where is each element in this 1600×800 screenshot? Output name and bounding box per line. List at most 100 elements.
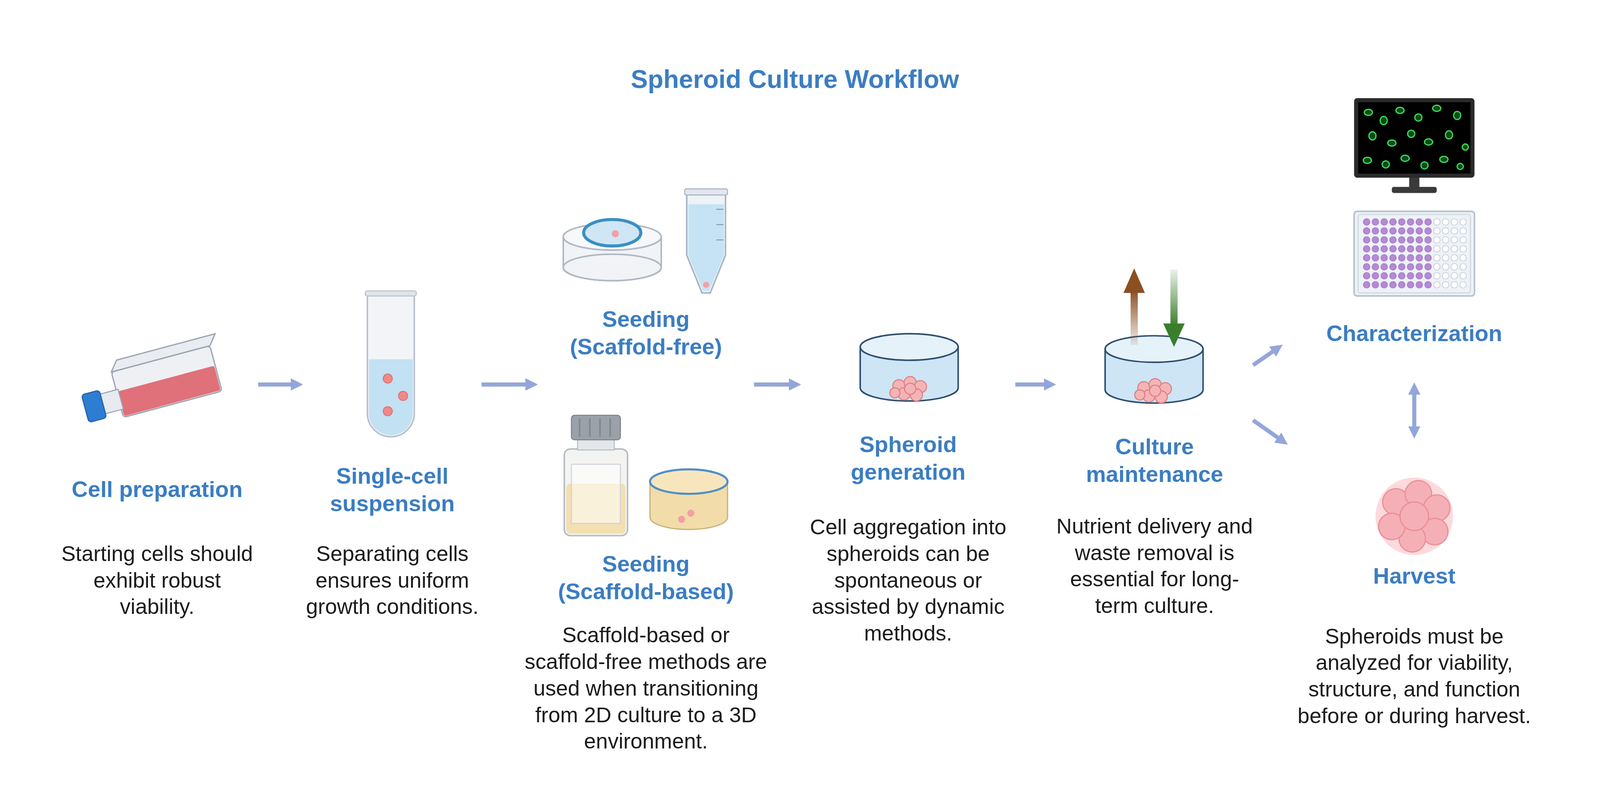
cell bbox=[1400, 502, 1429, 531]
cell bbox=[398, 391, 408, 401]
cell bbox=[1368, 132, 1376, 140]
flow-arrow bbox=[754, 382, 798, 387]
cell bbox=[1363, 157, 1372, 164]
monitor-base bbox=[1392, 187, 1437, 194]
spheroid-halo bbox=[1375, 477, 1453, 556]
test-tube bbox=[365, 291, 417, 437]
monitor-frame bbox=[1354, 98, 1475, 178]
flask-cap bbox=[81, 390, 107, 423]
imaging-monitor bbox=[1354, 98, 1475, 194]
flow-arrow bbox=[754, 382, 798, 387]
conical-tube bbox=[684, 188, 728, 293]
cell bbox=[687, 509, 695, 517]
plate-body bbox=[1354, 211, 1475, 297]
cell bbox=[1414, 113, 1422, 121]
cell bbox=[1407, 130, 1415, 138]
nutrient-delivery-arrow bbox=[1163, 269, 1185, 348]
step-description: Cell aggregation into spheroids can be s… bbox=[800, 514, 1016, 648]
tube-rim bbox=[365, 291, 417, 296]
step-heading: Culture maintenance bbox=[1057, 433, 1252, 489]
workflow-step: HarvestSpheroids must be analyzed for vi… bbox=[1287, 438, 1541, 740]
arrow-head bbox=[1123, 268, 1145, 293]
diagram-title: Spheroid Culture Workflow bbox=[488, 63, 1102, 96]
step-description: Separating cells ensures uniform growth … bbox=[303, 540, 482, 621]
well-plate bbox=[1354, 211, 1475, 297]
cell bbox=[1400, 155, 1409, 162]
cell bbox=[1396, 107, 1404, 114]
fluorescent-cells bbox=[1363, 105, 1468, 170]
step-description: Starting cells should exhibit robust via… bbox=[56, 540, 259, 621]
flow-arrow bbox=[258, 382, 300, 387]
scaffold-dish bbox=[650, 469, 728, 530]
cell bbox=[383, 374, 393, 384]
flask-medium bbox=[117, 365, 221, 417]
flow-arrow bbox=[1412, 386, 1417, 436]
droplet bbox=[583, 219, 641, 247]
cell bbox=[1387, 140, 1396, 147]
flow-arrow bbox=[1015, 382, 1053, 387]
hanging-drop-dish bbox=[563, 219, 661, 281]
harvested-spheroid bbox=[1375, 477, 1453, 556]
cell bbox=[1457, 163, 1464, 170]
spheroid-dish bbox=[860, 333, 958, 402]
step-description: Spheroids must be analyzed for viability… bbox=[1289, 623, 1540, 730]
connector-group bbox=[258, 347, 1415, 444]
cell bbox=[1440, 156, 1448, 163]
workflow-step: Seeding (Scaffold-based)Scaffold-based o… bbox=[537, 384, 755, 760]
step-description: Nutrient delivery and waste removal is e… bbox=[1052, 513, 1257, 620]
cell bbox=[1453, 111, 1461, 120]
bottle-label bbox=[571, 464, 621, 524]
cap-rib bbox=[599, 418, 601, 437]
graduation bbox=[716, 239, 724, 241]
step-heading: Spheroid generation bbox=[811, 431, 1005, 487]
step-heading: Characterization bbox=[1282, 320, 1546, 348]
tube-rim bbox=[684, 188, 728, 196]
cell bbox=[1364, 109, 1373, 116]
step-heading: Single-cell suspension bbox=[310, 462, 474, 518]
cell bbox=[1420, 161, 1428, 169]
cell bbox=[703, 281, 710, 288]
graduation bbox=[716, 208, 724, 210]
arrow-head bbox=[1163, 323, 1185, 348]
cell bbox=[1445, 130, 1453, 139]
tube-body bbox=[686, 194, 726, 294]
cap-rib bbox=[578, 418, 580, 437]
flow-arrow bbox=[1252, 347, 1280, 366]
flow-arrow bbox=[481, 382, 535, 387]
tube-liquid bbox=[368, 359, 413, 436]
workflow-step: Cell preparationStarting cells should ex… bbox=[56, 336, 259, 625]
step-description: Scaffold-based or scaffold-free methods … bbox=[519, 622, 773, 756]
flow-arrow bbox=[1252, 420, 1285, 443]
tube-body bbox=[367, 295, 415, 437]
cell bbox=[1462, 144, 1469, 151]
workflow-step: Culture maintenanceNutrient delivery and… bbox=[1056, 267, 1253, 620]
dish-base bbox=[563, 254, 661, 281]
spheroid-cells bbox=[1378, 480, 1451, 553]
dish-rim bbox=[650, 469, 728, 495]
graduation bbox=[716, 224, 724, 225]
plate-inner-rim bbox=[1358, 214, 1471, 294]
arrow-shaft bbox=[1130, 290, 1138, 346]
cell bbox=[1424, 139, 1433, 146]
bottle-cap bbox=[571, 415, 621, 440]
cell bbox=[1380, 116, 1388, 125]
culture-flask bbox=[75, 333, 230, 427]
step-heading: Seeding (Scaffold-based) bbox=[548, 550, 743, 606]
filled-wells bbox=[1362, 217, 1433, 290]
workflow-step: Characterization bbox=[1282, 92, 1546, 383]
arrow-shaft bbox=[1170, 269, 1178, 328]
cell bbox=[1432, 105, 1441, 112]
bottle-body bbox=[564, 449, 628, 536]
cap-rib bbox=[609, 418, 611, 437]
empty-wells bbox=[1432, 217, 1468, 290]
media-bottle bbox=[564, 415, 628, 536]
workflow-step: Seeding (Scaffold-free) bbox=[537, 183, 755, 385]
cell bbox=[383, 406, 393, 416]
flow-arrow bbox=[481, 382, 535, 387]
monitor-screen bbox=[1358, 102, 1471, 174]
flask-body bbox=[111, 345, 222, 418]
cap-rib bbox=[588, 418, 591, 437]
